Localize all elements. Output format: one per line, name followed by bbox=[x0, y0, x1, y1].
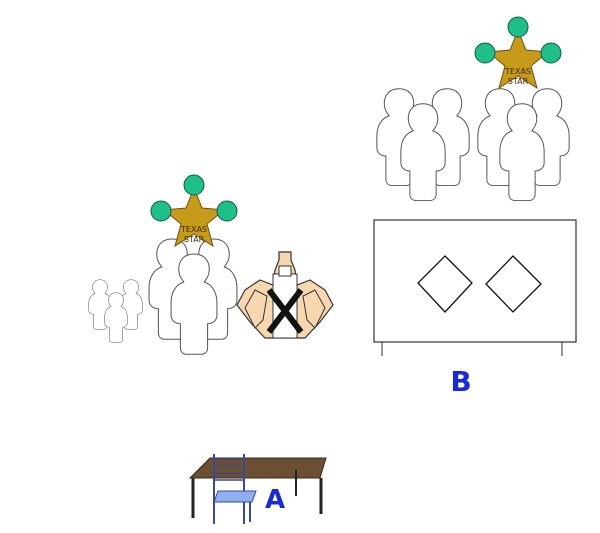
table-and-chair bbox=[188, 454, 327, 524]
chair bbox=[213, 454, 257, 524]
right-figure-group-right bbox=[477, 88, 570, 202]
right-figure-group-left bbox=[376, 88, 470, 202]
small-figure-group bbox=[88, 279, 143, 343]
sheriff-figure-group bbox=[148, 238, 238, 355]
crossed-out-figure-group bbox=[236, 251, 334, 339]
diamond-shape-right bbox=[485, 255, 542, 313]
texas-star-badge-left: TEXAS STAR bbox=[150, 174, 238, 247]
badge-text-line1: TEXAS bbox=[504, 67, 531, 76]
table-top-view bbox=[373, 219, 577, 356]
badge-text-line1: TEXAS bbox=[180, 225, 207, 234]
badge-text-line2: STAR bbox=[184, 235, 205, 244]
label-a: A bbox=[265, 485, 285, 515]
label-b: B bbox=[450, 365, 471, 398]
diamond-shape-left bbox=[417, 255, 473, 313]
badge-text-line2: STAR bbox=[508, 77, 529, 86]
texas-star-badge-right: TEXAS STAR bbox=[474, 16, 562, 89]
